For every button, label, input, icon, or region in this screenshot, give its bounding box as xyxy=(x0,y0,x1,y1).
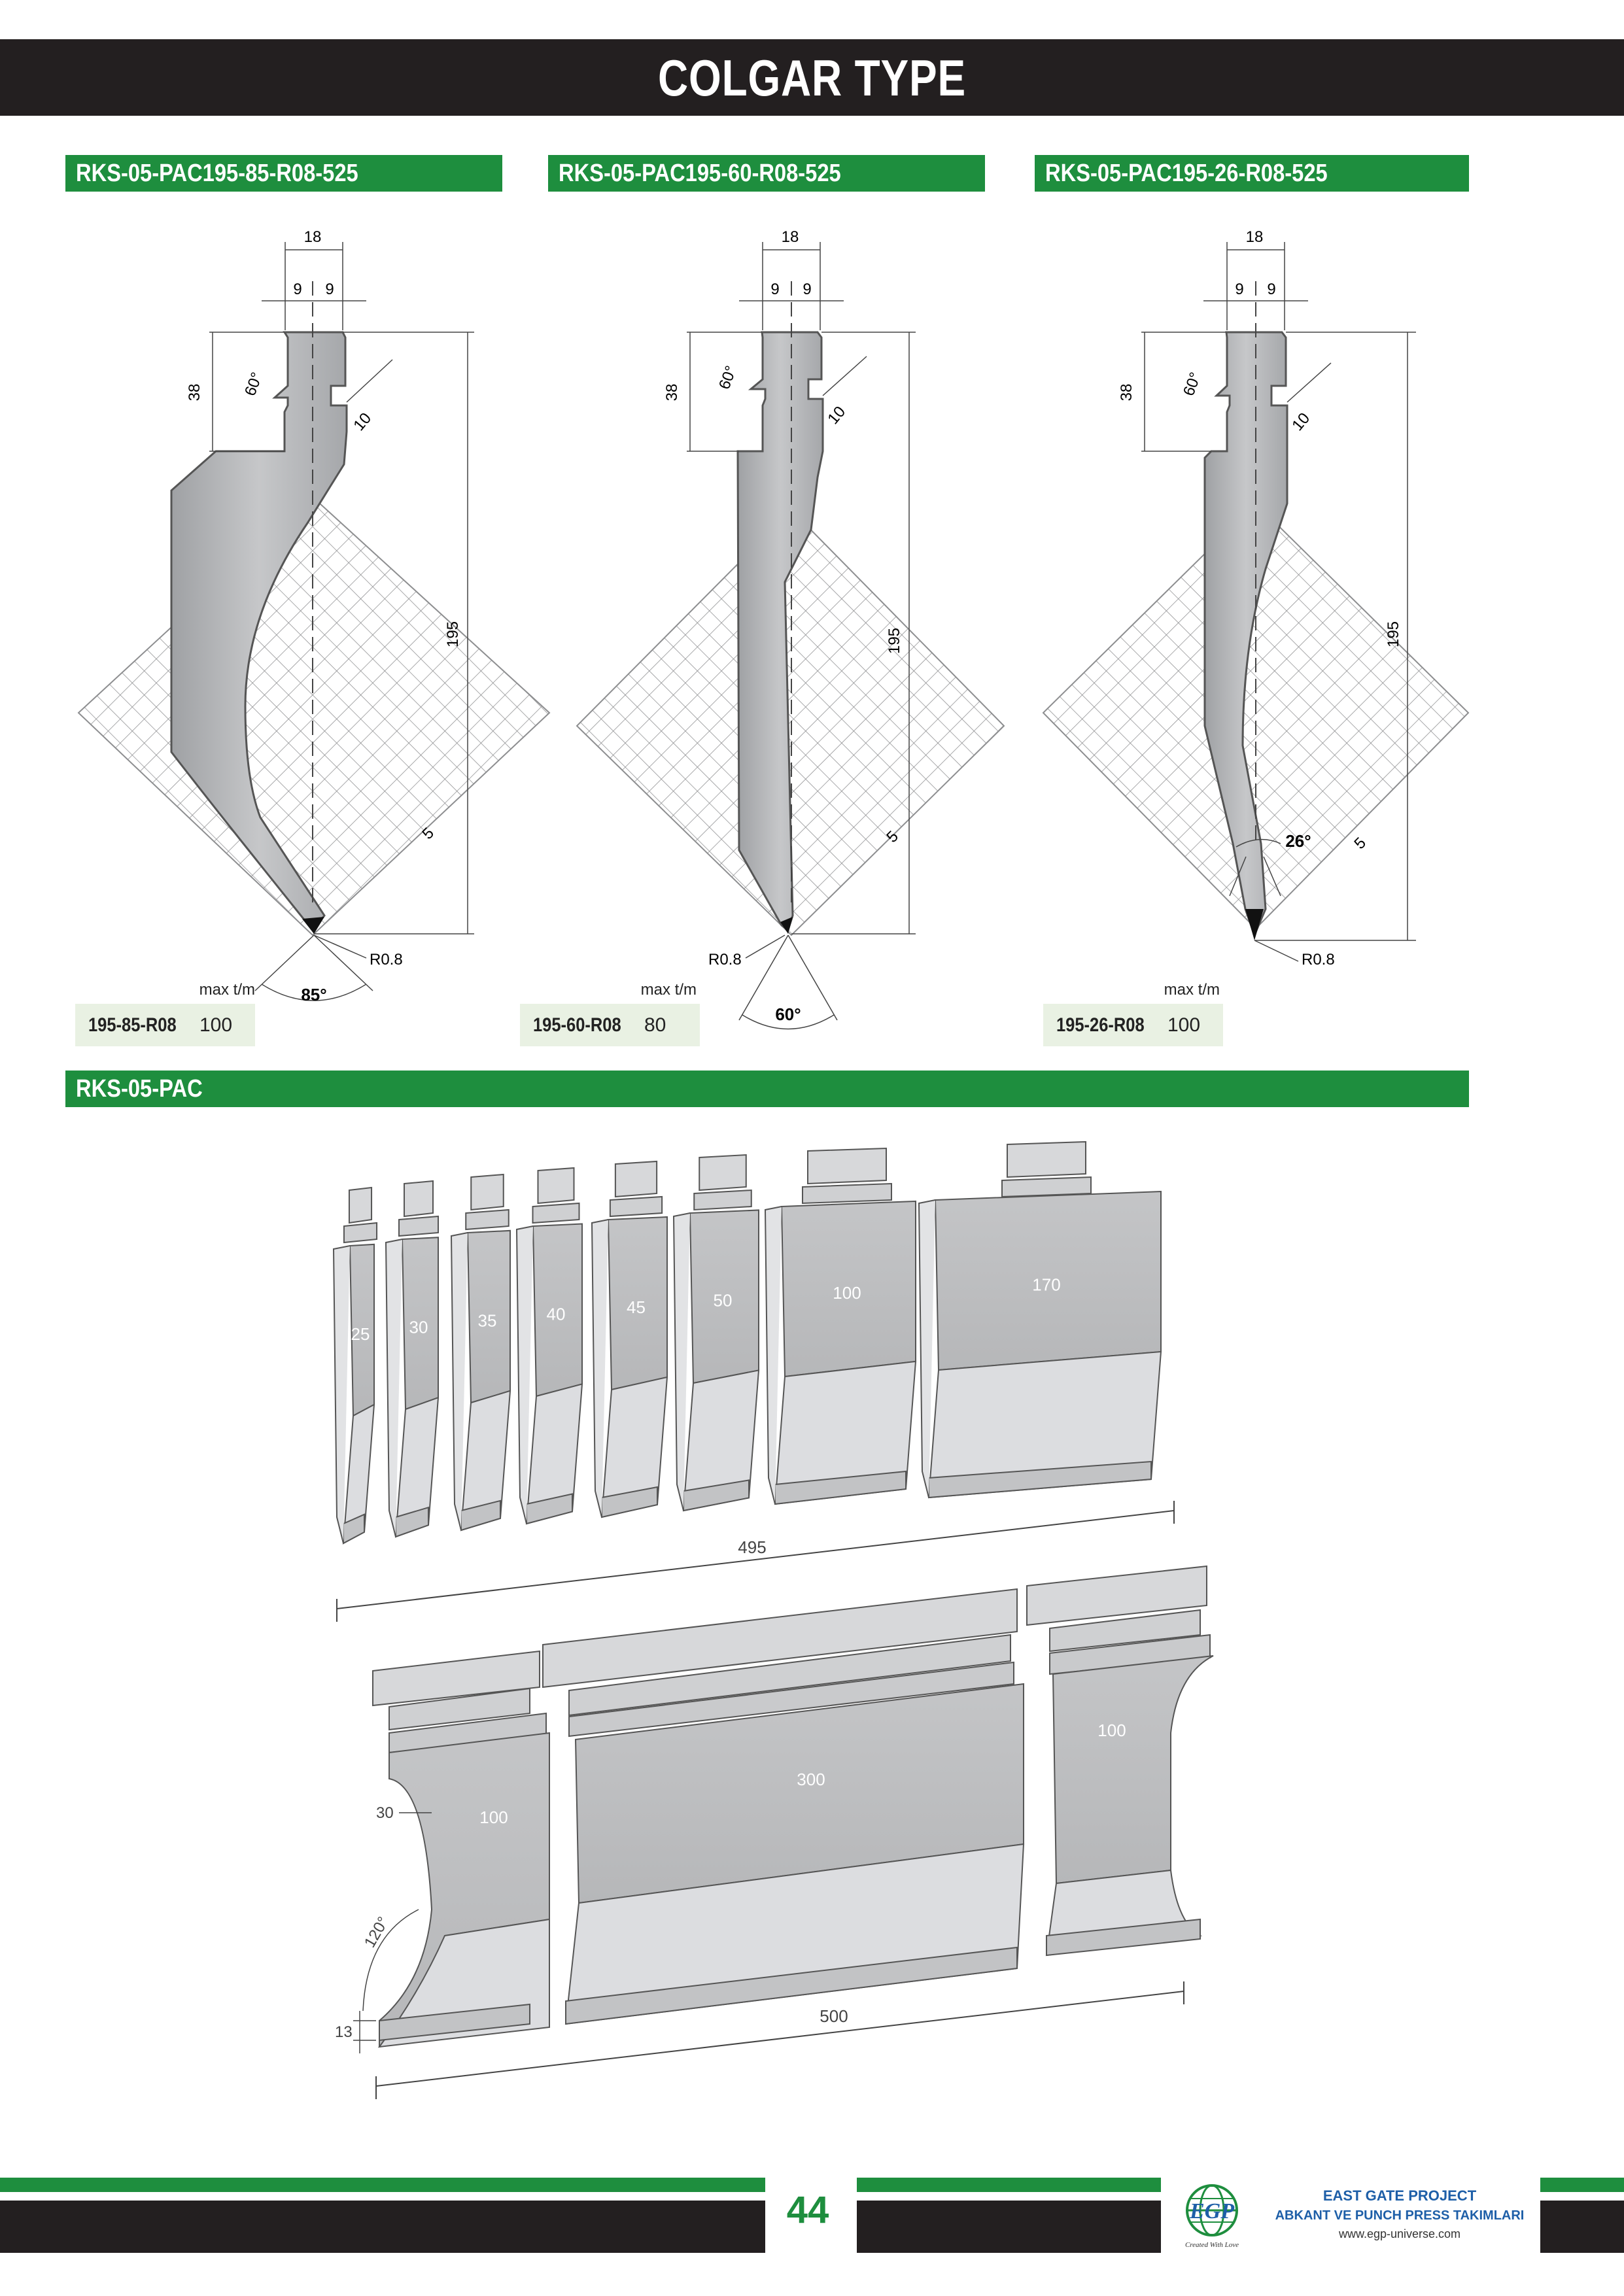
segment-300-label: 300 xyxy=(797,1770,825,1789)
segment-horn-label: 100 xyxy=(479,1808,508,1827)
tool-3-half-right: 9 xyxy=(1267,281,1275,298)
tool-1-spec: 195-85-R08 100 xyxy=(75,1004,255,1046)
segment-horn-right: 100 xyxy=(1026,1565,1214,1957)
footer-green-left xyxy=(0,2178,765,2192)
segment-label: 35 xyxy=(478,1311,497,1330)
horn-angle: 120° xyxy=(361,1914,392,1951)
tool-2-height-dim: 195 xyxy=(886,628,903,654)
tool-1-tang-angle: 60° xyxy=(241,370,266,398)
tool-1-drawing: 18 9 9 38 60° 10 195 5 R0.8 85° xyxy=(77,228,551,1004)
segment-label: 30 xyxy=(409,1318,428,1337)
tool-3-radius: R0.8 xyxy=(1302,951,1335,968)
segment-label: 45 xyxy=(627,1297,646,1317)
tool-3-wall-dim: 5 xyxy=(1351,834,1370,853)
tool-1-half-right: 9 xyxy=(325,281,334,298)
segment-row-1: 25 30 35 40 45 50 100 170 xyxy=(332,1140,1162,1545)
tool-1-max-label: max t/m xyxy=(199,981,255,999)
page-title-bar: COLGAR TYPE xyxy=(0,39,1624,116)
horn-depth: 30 xyxy=(376,1804,394,1822)
tool-2-max-value: 80 xyxy=(644,1014,666,1036)
tool-2-groove-dim: 10 xyxy=(824,403,849,428)
row-2-total: 500 xyxy=(820,2006,848,2026)
page-number: 44 xyxy=(786,2189,829,2231)
tool-1-header: RKS-05-PAC195-85-R08-525 xyxy=(65,155,502,192)
tool-1-grid-zone xyxy=(77,496,551,936)
tool-3-drawing: 18 9 9 38 60° 10 195 5 26° R0.8 xyxy=(1042,228,1470,968)
segment-label: 170 xyxy=(1032,1275,1060,1295)
tool-2-half-left: 9 xyxy=(770,281,779,298)
tool-3-spec: 195-26-R08 100 xyxy=(1043,1004,1223,1046)
segment-100: 100 xyxy=(764,1147,917,1505)
segment-label: 50 xyxy=(714,1291,733,1311)
logo-tagline: Created With Love xyxy=(1185,2241,1239,2249)
footer-black-mid xyxy=(857,2201,1161,2253)
tool-2-drawing: 18 9 9 38 60° 10 195 5 R0.8 60° xyxy=(576,228,1005,1030)
footer-green-right xyxy=(1540,2178,1624,2192)
segment-set-drawing: 25 30 35 40 45 50 100 170 495 100 30 120° 13 xyxy=(332,1140,1214,2099)
segment-horn-left: 100 30 120° 13 xyxy=(335,1650,550,2053)
row-1-total: 495 xyxy=(738,1537,766,1557)
footer-black-left xyxy=(0,2201,765,2253)
tool-2-half-right: 9 xyxy=(803,281,811,298)
tool-3-max-value: 100 xyxy=(1167,1014,1201,1036)
tool-1-groove-dim: 10 xyxy=(350,409,375,434)
tool-1-tang-dim: 38 xyxy=(186,384,203,402)
tool-2-tip xyxy=(780,917,793,934)
tool-3-tang-angle: 60° xyxy=(1180,370,1205,398)
tool-1-half-left: 9 xyxy=(293,281,302,298)
tool-3-half-left: 9 xyxy=(1235,281,1243,298)
segment-35: 35 xyxy=(450,1173,511,1532)
segment-45: 45 xyxy=(591,1160,668,1518)
tool-2-radius: R0.8 xyxy=(708,951,742,968)
segment-30: 30 xyxy=(385,1180,440,1538)
tool-3-height-dim: 195 xyxy=(1385,621,1402,647)
tool-2-tang-dim: 38 xyxy=(663,384,681,402)
tool-1-radius: R0.8 xyxy=(370,951,403,968)
company-info: EAST GATE PROJECT ABKANT VE PUNCH PRESS … xyxy=(1262,2187,1537,2241)
company-subtitle: ABKANT VE PUNCH PRESS TAKIMLARI xyxy=(1275,2208,1525,2223)
tool-2-header: RKS-05-PAC195-60-R08-525 xyxy=(548,155,985,192)
tool-3-tip xyxy=(1245,909,1264,940)
segment-row-2: 100 30 120° 13 300 xyxy=(335,1565,1214,2099)
tool-2-angle: 60° xyxy=(775,1004,801,1024)
tool-1-tip xyxy=(302,917,324,934)
segment-300: 300 xyxy=(542,1588,1025,2025)
tool-drawings: 18 9 9 38 60° 10 195 5 R0.8 85° 18 9 xyxy=(77,228,1470,1030)
tool-3-groove-dim: 10 xyxy=(1288,409,1313,434)
tool-3-profile xyxy=(1203,331,1288,938)
segment-label: 25 xyxy=(351,1324,370,1344)
company-name: EAST GATE PROJECT xyxy=(1322,2187,1477,2204)
footer-black-right xyxy=(1540,2201,1624,2253)
tool-1-width-dim: 18 xyxy=(304,228,322,246)
row-1-dimension: 495 xyxy=(336,1501,1175,1622)
tool-2-max-label: max t/m xyxy=(640,981,697,999)
tool-3-width-dim: 18 xyxy=(1246,228,1264,246)
tool-3-header: RKS-05-PAC195-26-R08-525 xyxy=(1035,155,1469,192)
tool-3-tang-dim: 38 xyxy=(1118,384,1135,402)
company-website[interactable]: www.egp-universe.com xyxy=(1338,2227,1461,2240)
globe-logo-icon: EGP Created With Love xyxy=(1185,2184,1239,2249)
tool-2-grid-zone xyxy=(576,509,1005,936)
segment-40: 40 xyxy=(515,1167,583,1525)
segment-label: 100 xyxy=(833,1283,861,1303)
tool-1-profile xyxy=(170,331,348,931)
segment-label: 40 xyxy=(547,1304,566,1324)
tool-3-max-label: max t/m xyxy=(1164,981,1220,999)
segment-50: 50 xyxy=(672,1154,760,1512)
tool-2-tang-angle: 60° xyxy=(716,364,740,392)
tool-1-height-dim: 195 xyxy=(444,621,462,647)
tool-2-width-dim: 18 xyxy=(782,228,799,246)
section-header: RKS-05-PAC xyxy=(65,1071,1469,1107)
horn-height: 13 xyxy=(335,2023,353,2041)
segment-25: 25 xyxy=(332,1186,378,1545)
segment-170: 170 xyxy=(918,1140,1162,1499)
tool-1-angle: 85° xyxy=(301,985,326,1004)
page-title: COLGAR TYPE xyxy=(658,49,966,107)
logo-text: EGP xyxy=(1189,2199,1234,2223)
tool-2-spec: 195-60-R08 80 xyxy=(520,1004,700,1046)
tool-3-angle: 26° xyxy=(1285,831,1311,851)
footer-green-mid xyxy=(857,2178,1161,2192)
segment-horn-right-label: 100 xyxy=(1097,1721,1126,1740)
tool-1-max-value: 100 xyxy=(199,1014,233,1036)
